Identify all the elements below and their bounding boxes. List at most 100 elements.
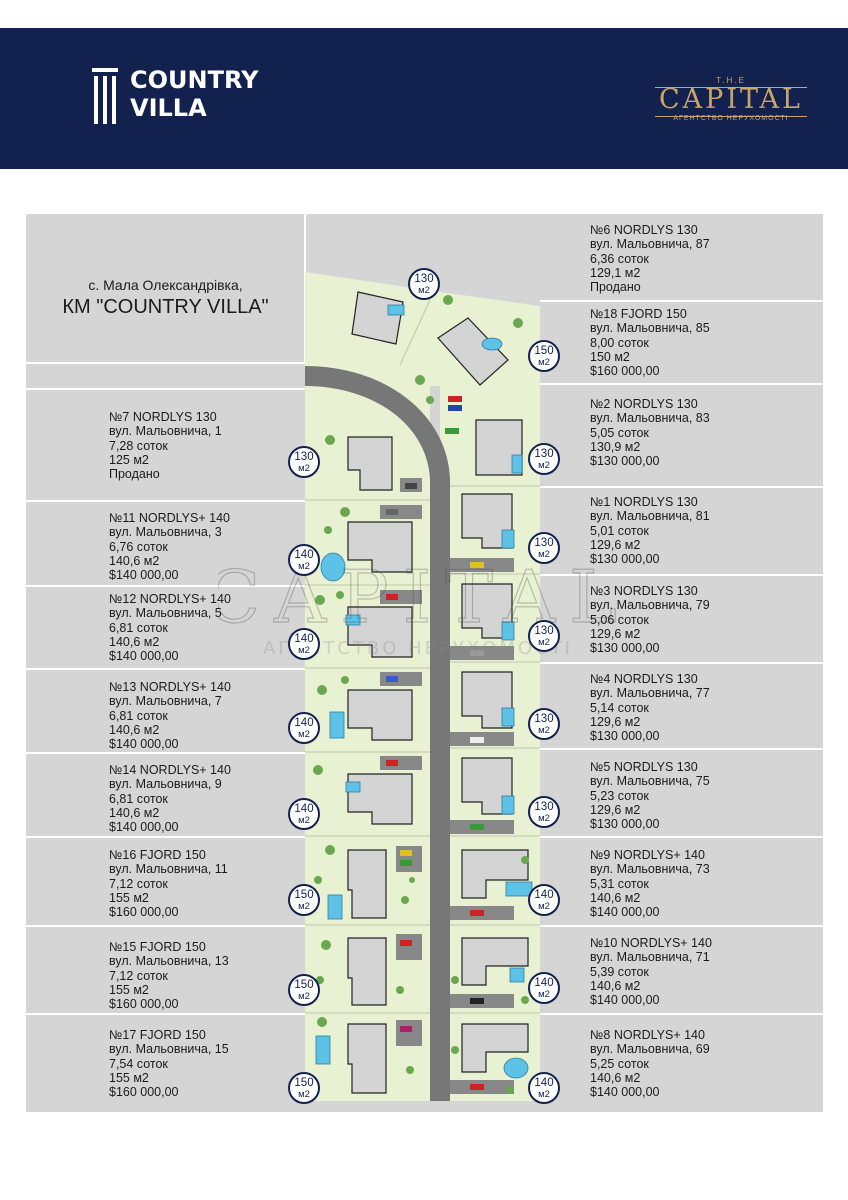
house-l16 (347, 849, 387, 919)
header-banner: COUNTRY VILLA T.H.E CAPITAL АГЕНТСТВО НЕ… (0, 28, 848, 169)
lot-address: вул. Мальовнича, 75 (590, 774, 710, 789)
lot-title: №14 NORDLYS+ 140 (109, 763, 231, 777)
house-r5 (461, 757, 513, 815)
brand-right-the: T.H.E (716, 76, 746, 85)
lot-info-l16: №16 FJORD 150 вул. Мальовнича, 11 7,12 с… (109, 848, 228, 919)
lot-address: вул. Мальовнича, 79 (590, 598, 710, 613)
house-r3 (461, 583, 513, 639)
lot-area: 7,12 соток (109, 968, 168, 983)
house-l12 (347, 606, 413, 658)
lot-house-area: 129,6 м2 (590, 537, 641, 552)
lot-area: 5,14 соток (590, 700, 649, 715)
lot-title: №5 NORDLYS 130 (590, 760, 698, 774)
lot-price: $140 000,00 (109, 568, 179, 583)
lot-info-l17: №17 FJORD 150 вул. Мальовнича, 15 7,54 с… (109, 1028, 229, 1099)
lot-area: 5,01 соток (590, 523, 649, 538)
lot-info-r2: №2 NORDLYS 130 вул. Мальовнича, 83 5,05 … (590, 397, 710, 468)
lot-area: 7,12 соток (109, 876, 168, 891)
lot-house-area: 129,1 м2 (590, 265, 641, 280)
lot-house-area: 140,6 м2 (109, 553, 160, 568)
lot-title: №6 NORDLYS 130 (590, 223, 698, 237)
lot-price: $160 000,00 (109, 1085, 179, 1100)
lot-address: вул. Мальовнича, 3 (109, 525, 222, 540)
lot-area: 5,25 соток (590, 1056, 649, 1071)
lot-info-r4: №4 NORDLYS 130 вул. Мальовнича, 77 5,14 … (590, 672, 710, 743)
brand-right-sub: АГЕНТСТВО НЕРУХОМОСТІ (673, 115, 789, 122)
lot-price: $140 000,00 (109, 820, 179, 835)
lot-address: вул. Мальовнича, 1 (109, 424, 222, 439)
lot-address: вул. Мальовнича, 85 (590, 321, 710, 336)
lot-area: 5,23 соток (590, 788, 649, 803)
lot-info-r8: №8 NORDLYS+ 140 вул. Мальовнича, 69 5,25… (590, 1028, 710, 1099)
lot-address: вул. Мальовнича, 73 (590, 862, 710, 877)
house-l13 (347, 689, 413, 741)
house-r10 (461, 937, 529, 986)
lot-house-area: 129,6 м2 (590, 626, 641, 641)
lot-house-area: 150 м2 (590, 349, 630, 364)
brand-left-line2: VILLA (130, 94, 207, 122)
lot-info-r9: №9 NORDLYS+ 140 вул. Мальовнича, 73 5,31… (590, 848, 710, 919)
lot-address: вул. Мальовнича, 13 (109, 954, 229, 969)
lot-area: 5,05 соток (590, 425, 649, 440)
house-r8 (461, 1023, 529, 1073)
lot-house-area: 125 м2 (109, 452, 149, 467)
lot-title: №17 FJORD 150 (109, 1028, 206, 1042)
lot-title: №7 NORDLYS 130 (109, 410, 217, 424)
lot-area: 7,54 соток (109, 1056, 168, 1071)
lot-price: $140 000,00 (590, 1085, 660, 1100)
main-road (304, 366, 450, 1101)
lot-house-area: 129,6 м2 (590, 802, 641, 817)
lot-house-area: 140,6 м2 (590, 890, 641, 905)
lot-area: 5,39 соток (590, 964, 649, 979)
lot-area: 6,76 соток (109, 539, 168, 554)
lot-price: $130 000,00 (590, 454, 660, 469)
lot-price: $130 000,00 (590, 641, 660, 656)
lot-price: $130 000,00 (590, 552, 660, 567)
lot-address: вул. Мальовнича, 9 (109, 777, 222, 792)
lot-area: 7,28 соток (109, 438, 168, 453)
lot-title: №3 NORDLYS 130 (590, 584, 698, 598)
lot-price: $160 000,00 (590, 364, 660, 379)
lot-house-area: 129,6 м2 (590, 714, 641, 729)
house-r2 (475, 419, 523, 476)
lot-title: №15 FJORD 150 (109, 940, 206, 954)
house-l14 (347, 773, 413, 825)
brand-right-name: CAPITAL (659, 84, 803, 115)
lot-info-l11: №11 NORDLYS+ 140 вул. Мальовнича, 3 6,76… (109, 511, 230, 582)
lot-title: №12 NORDLYS+ 140 (109, 592, 231, 606)
lot-info-r3: №3 NORDLYS 130 вул. Мальовнича, 79 5,06 … (590, 584, 710, 655)
lot-info-r18: №18 FJORD 150 вул. Мальовнича, 85 8,00 с… (590, 307, 710, 378)
lot-address: вул. Мальовнича, 11 (109, 862, 228, 877)
lot-address: вул. Мальовнича, 5 (109, 606, 222, 621)
lot-area: 6,36 соток (590, 251, 649, 266)
lot-title: №8 NORDLYS+ 140 (590, 1028, 705, 1042)
lot-info-r6: №6 NORDLYS 130 вул. Мальовнича, 87 6,36 … (590, 223, 710, 294)
lot-area: 5,31 соток (590, 876, 649, 891)
lot-house-area: 130,9 м2 (590, 439, 641, 454)
the-capital-logo: T.H.E CAPITAL АГЕНТСТВО НЕРУХОМОСТІ (655, 76, 807, 126)
brand-left-line1: COUNTRY (130, 66, 259, 94)
lot-info-l7: №7 NORDLYS 130 вул. Мальовнича, 1 7,28 с… (109, 410, 222, 481)
lot-area: 6,81 соток (109, 620, 168, 635)
lot-house-area: 140,6 м2 (109, 722, 160, 737)
lot-address: вул. Мальовнича, 77 (590, 686, 710, 701)
lot-info-r10: №10 NORDLYS+ 140 вул. Мальовнича, 71 5,3… (590, 936, 712, 1007)
lot-house-area: 140,6 м2 (590, 1070, 641, 1085)
house-r1 (461, 493, 513, 549)
lot-address: вул. Мальовнича, 83 (590, 411, 710, 426)
lot-title: №16 FJORD 150 (109, 848, 206, 862)
lot-title: №4 NORDLYS 130 (590, 672, 698, 686)
lot-address: вул. Мальовнича, 69 (590, 1042, 710, 1057)
